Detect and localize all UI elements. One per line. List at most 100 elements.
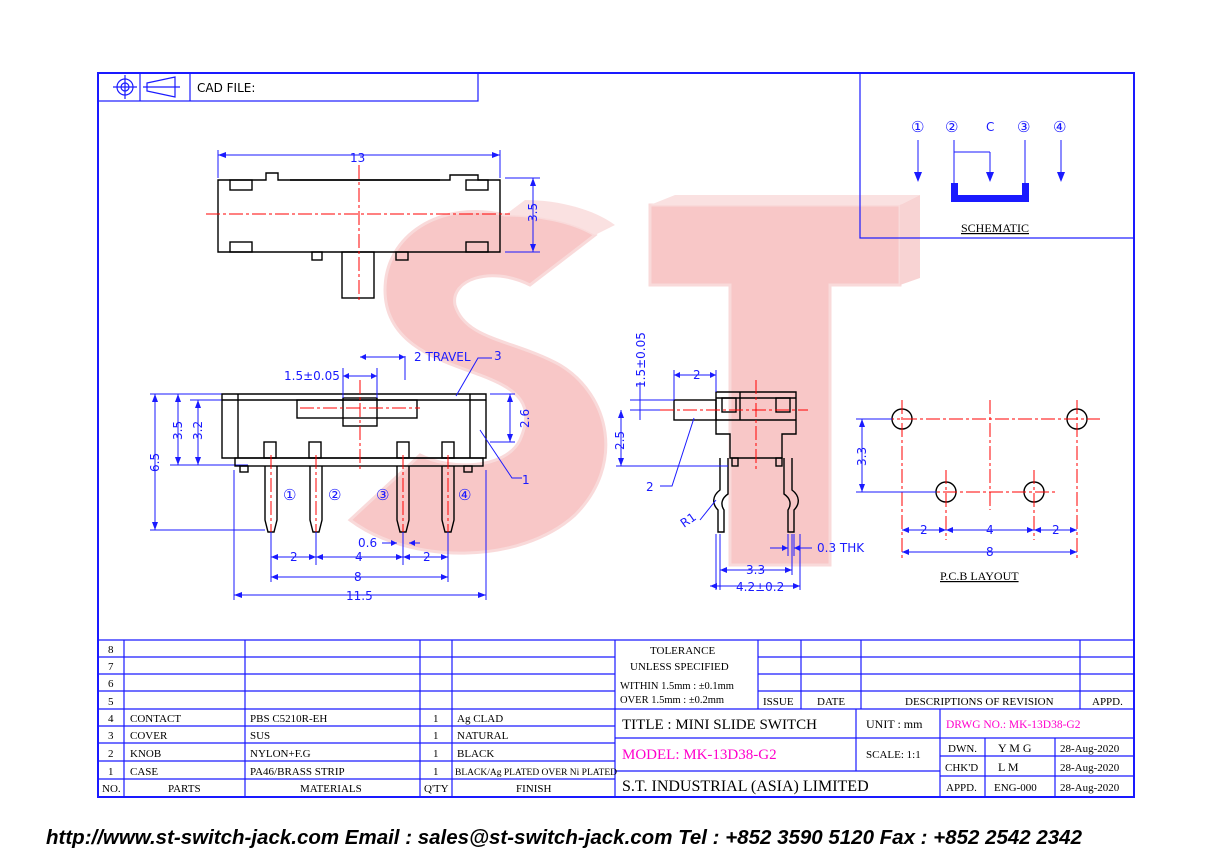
callout-2: 2 (646, 480, 654, 494)
bom-header-parts: PARTS (168, 783, 201, 795)
bom-qty: 1 (433, 713, 439, 725)
dim-pcb-span: 8 (986, 545, 994, 559)
dim-knob-width: 1.5±0.05 (284, 369, 340, 383)
bom-row-no: 8 (108, 644, 114, 656)
bom-rows: 8 7 6 5 4 CONTACT PBS C5210R-EH 1 Ag CLA… (102, 644, 617, 795)
bom-header-qty: Q'TY (424, 783, 449, 795)
st-watermark (347, 195, 920, 567)
dim-top-length: 13 (350, 151, 365, 165)
bom-part: KNOB (130, 748, 161, 760)
top-view: 13 3.5 (206, 150, 540, 300)
rev-appd-header: APPD. (1092, 696, 1123, 708)
dwn-value: Y M G (998, 741, 1032, 755)
dim-pcb-height: 3.3 (855, 447, 869, 466)
cad-file-label: CAD FILE: (197, 81, 255, 95)
dwn-date: 28-Aug-2020 (1060, 743, 1120, 755)
bom-qty: 1 (433, 748, 439, 760)
bom-finish: BLACK/Ag PLATED OVER Ni PLATED (455, 768, 617, 778)
title-block: TITLE : MINI SLIDE SWITCH UNIT : mm DRWG… (622, 717, 1120, 795)
tolerance-subtitle: UNLESS SPECIFIED (630, 661, 729, 673)
dim-pin-span: 8 (354, 570, 362, 584)
tolerance-block: TOLERANCE UNLESS SPECIFIED WITHIN 1.5mm … (620, 645, 734, 706)
scale-label: SCALE: 1:1 (866, 749, 921, 761)
dim-height-2-6: 2.6 (518, 409, 532, 428)
tolerance-within: WITHIN 1.5mm : ±0.1mm (620, 681, 734, 692)
pin-marker-1: ① (283, 486, 296, 504)
bom-row-no: 3 (108, 730, 114, 742)
dim-side-top: 2 (693, 368, 701, 382)
bom-finish: BLACK (457, 748, 494, 760)
bom-part: CASE (130, 766, 158, 778)
bom-row-no: 7 (108, 661, 114, 673)
dim-side-2-5: 2.5 (613, 431, 627, 450)
rev-desc-header: DESCRIPTIONS OF REVISION (905, 696, 1054, 708)
schematic-diagram: ① ② C ③ ④ SCHEMATIC (911, 118, 1066, 235)
callout-1: 1 (522, 473, 530, 487)
bom-qty: 1 (433, 730, 439, 742)
front-view: 6.5 3.5 3.2 ① ② ③ ④ (148, 349, 532, 603)
dim-pitch-right: 2 (423, 550, 431, 564)
appd-value: ENG-000 (994, 782, 1037, 794)
model-label: MODEL: MK-13D38-G2 (622, 747, 777, 763)
chkd-date: 28-Aug-2020 (1060, 762, 1120, 774)
drawing-title: TITLE : MINI SLIDE SWITCH (622, 717, 817, 733)
dim-pitch-left: 2 (290, 550, 298, 564)
dim-height-6-5: 6.5 (148, 453, 162, 472)
contact-footer: http://www.st-switch-jack.com Email : sa… (46, 826, 1082, 849)
bom-finish: Ag CLAD (457, 713, 503, 725)
projection-symbol-icon (113, 75, 180, 99)
bom-material: PA46/BRASS STRIP (250, 766, 345, 778)
bom-header-no: NO. (102, 783, 121, 795)
bom-part: CONTACT (130, 713, 181, 725)
bom-header-materials: MATERIALS (300, 783, 362, 795)
pin-marker-3: ③ (376, 486, 389, 504)
pcb-layout-label: P.C.B LAYOUT (940, 569, 1019, 583)
pin-marker-4: ④ (458, 486, 471, 504)
bom-row-no: 5 (108, 696, 114, 708)
bom-row-no: 2 (108, 748, 114, 760)
bom-row-no: 1 (108, 766, 114, 778)
pin-marker-2: ② (328, 486, 341, 504)
bom-material: SUS (250, 730, 270, 742)
pcb-layout: 3.3 2 4 2 8 P.C.B LAYOUT (855, 400, 1100, 583)
rev-issue-header: ISSUE (763, 696, 794, 708)
dim-side-3-3: 3.3 (746, 563, 765, 577)
bom-material: NYLON+F.G (250, 748, 311, 760)
schematic-pin-2: ② (945, 118, 958, 136)
bom-finish: NATURAL (457, 730, 509, 742)
schematic-pin-1: ① (911, 118, 924, 136)
dim-pin-width: 0.6 (358, 536, 377, 550)
callout-3: 3 (494, 349, 502, 363)
unit-label: UNIT : mm (866, 717, 923, 731)
schematic-pin-c: C (986, 120, 994, 134)
tolerance-title: TOLERANCE (650, 645, 715, 657)
dim-travel: 2 TRAVEL (414, 350, 471, 364)
revision-headers: ISSUE DATE DESCRIPTIONS OF REVISION APPD… (763, 696, 1123, 708)
dim-pcb-left: 2 (920, 523, 928, 537)
tolerance-over: OVER 1.5mm : ±0.2mm (620, 695, 724, 706)
schematic-pin-3: ③ (1017, 118, 1030, 136)
dim-side-total: 4.2±0.2 (736, 580, 784, 594)
dwn-label: DWN. (948, 743, 977, 755)
bom-table-grid (98, 639, 1134, 797)
dim-overall: 11.5 (346, 589, 373, 603)
chkd-label: CHK'D (945, 762, 978, 774)
dim-pcb-right: 2 (1052, 523, 1060, 537)
schematic-pin-4: ④ (1053, 118, 1066, 136)
dim-pcb-mid: 4 (986, 523, 994, 537)
bom-qty: 1 (433, 766, 439, 778)
dim-side-knob: 1.5±0.05 (634, 332, 648, 388)
dim-height-3-5: 3.5 (171, 421, 185, 440)
company-name: S.T. INDUSTRIAL (ASIA) LIMITED (622, 778, 869, 795)
drawing-number: DRWG NO.: MK-13D38-G2 (946, 719, 1081, 731)
bom-row-no: 6 (108, 678, 114, 690)
dim-radius: R1 (678, 510, 699, 531)
dim-thickness: 0.3 THK (817, 541, 865, 555)
chkd-value: L M (998, 760, 1019, 774)
appd-label: APPD. (946, 782, 977, 794)
side-view: 2 1.5±0.05 2.5 2 R1 0.3 THK 3.3 4.2±0.2 (613, 332, 865, 594)
bom-header-finish: FINISH (516, 783, 552, 795)
bom-part: COVER (130, 730, 168, 742)
schematic-label: SCHEMATIC (961, 221, 1029, 235)
